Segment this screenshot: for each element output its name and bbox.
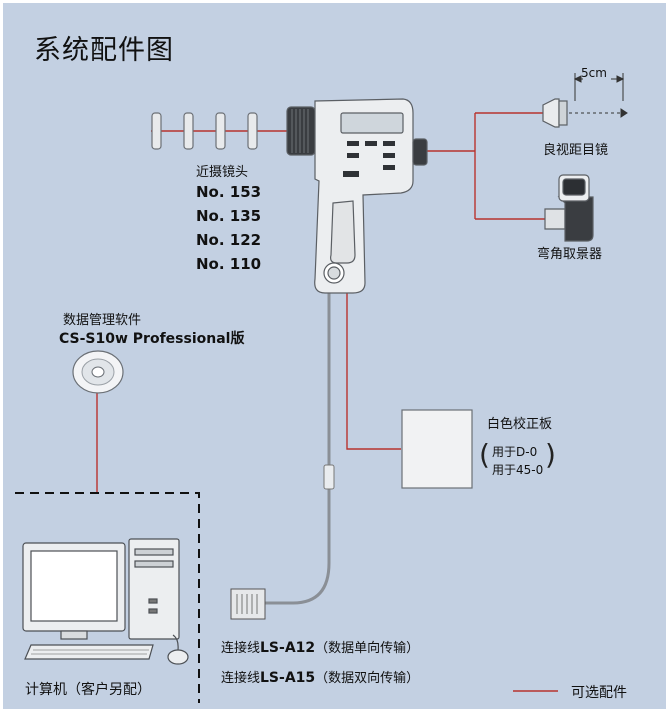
white-plate-connection-line <box>346 288 401 450</box>
close-up-lens-label: 近摄镜头 <box>196 165 249 180</box>
lens-model-135: No. 135 <box>196 207 262 225</box>
white-plate-label: 白色校正板 <box>487 417 553 432</box>
cable-connector <box>230 588 266 620</box>
software-label: 数据管理软件 <box>63 313 142 328</box>
page-title: 系统配件图 <box>34 35 174 66</box>
cable-model-code: LS-A12 <box>260 640 316 656</box>
eyepiece-distance: 5cm <box>581 66 607 80</box>
cable-a12-name: 连接线LS-A12（数据单向传输） <box>221 637 419 656</box>
software-name: CS-S10w Professional版 <box>59 331 245 347</box>
cable-a15-name: 连接线LS-A15（数据双向传输） <box>221 667 419 686</box>
cable-a15-label: 连接线LS-A15 <box>221 670 316 686</box>
cable-illustration <box>230 271 335 620</box>
mouse-icon <box>167 649 189 665</box>
computer-boundary <box>15 492 200 703</box>
lens-icon <box>183 112 194 150</box>
lens-model-110: No. 110 <box>196 255 262 273</box>
eyepiece-label: 良视距目镜 <box>543 143 609 158</box>
diagram-graphics <box>15 73 628 703</box>
display-panel <box>340 112 404 134</box>
white-plate-use-d0: 用于D-0 <box>492 445 538 459</box>
computer-icon <box>22 538 189 665</box>
eyepiece-mount <box>412 138 428 166</box>
lens-icon <box>215 112 226 150</box>
lens-icon <box>247 112 258 150</box>
bracket-open: ( <box>479 438 490 471</box>
bracket-close: ) <box>545 438 556 471</box>
cable-a12-label: 连接线LS-A12 <box>221 640 316 656</box>
keyboard-icon <box>24 644 154 660</box>
white-plate-icon <box>401 409 473 489</box>
legend-label: 可选配件 <box>571 685 627 701</box>
right-angle-finder-label: 弯角取景器 <box>537 247 603 262</box>
cable-a12-desc: （数据单向传输） <box>315 641 420 656</box>
lens-model-153: No. 153 <box>196 183 262 201</box>
ferrite-core <box>323 464 335 490</box>
lens-model-122: No. 122 <box>196 231 262 249</box>
distance-indicator <box>569 73 628 118</box>
white-plate-use-45-0: 用于45-0 <box>492 463 544 477</box>
lens-barrel <box>286 106 316 156</box>
lens-icon <box>151 112 162 150</box>
computer-label: 计算机（客户另配） <box>25 682 151 698</box>
cable-a15-desc: （数据双向传输） <box>315 671 420 686</box>
cable-model-code: LS-A15 <box>260 670 316 686</box>
cd-icon <box>72 350 124 394</box>
eyepiece-icon <box>542 98 568 128</box>
close-up-lenses <box>151 112 258 150</box>
meter-illustration <box>286 98 428 294</box>
right-angle-finder-icon <box>544 174 594 242</box>
